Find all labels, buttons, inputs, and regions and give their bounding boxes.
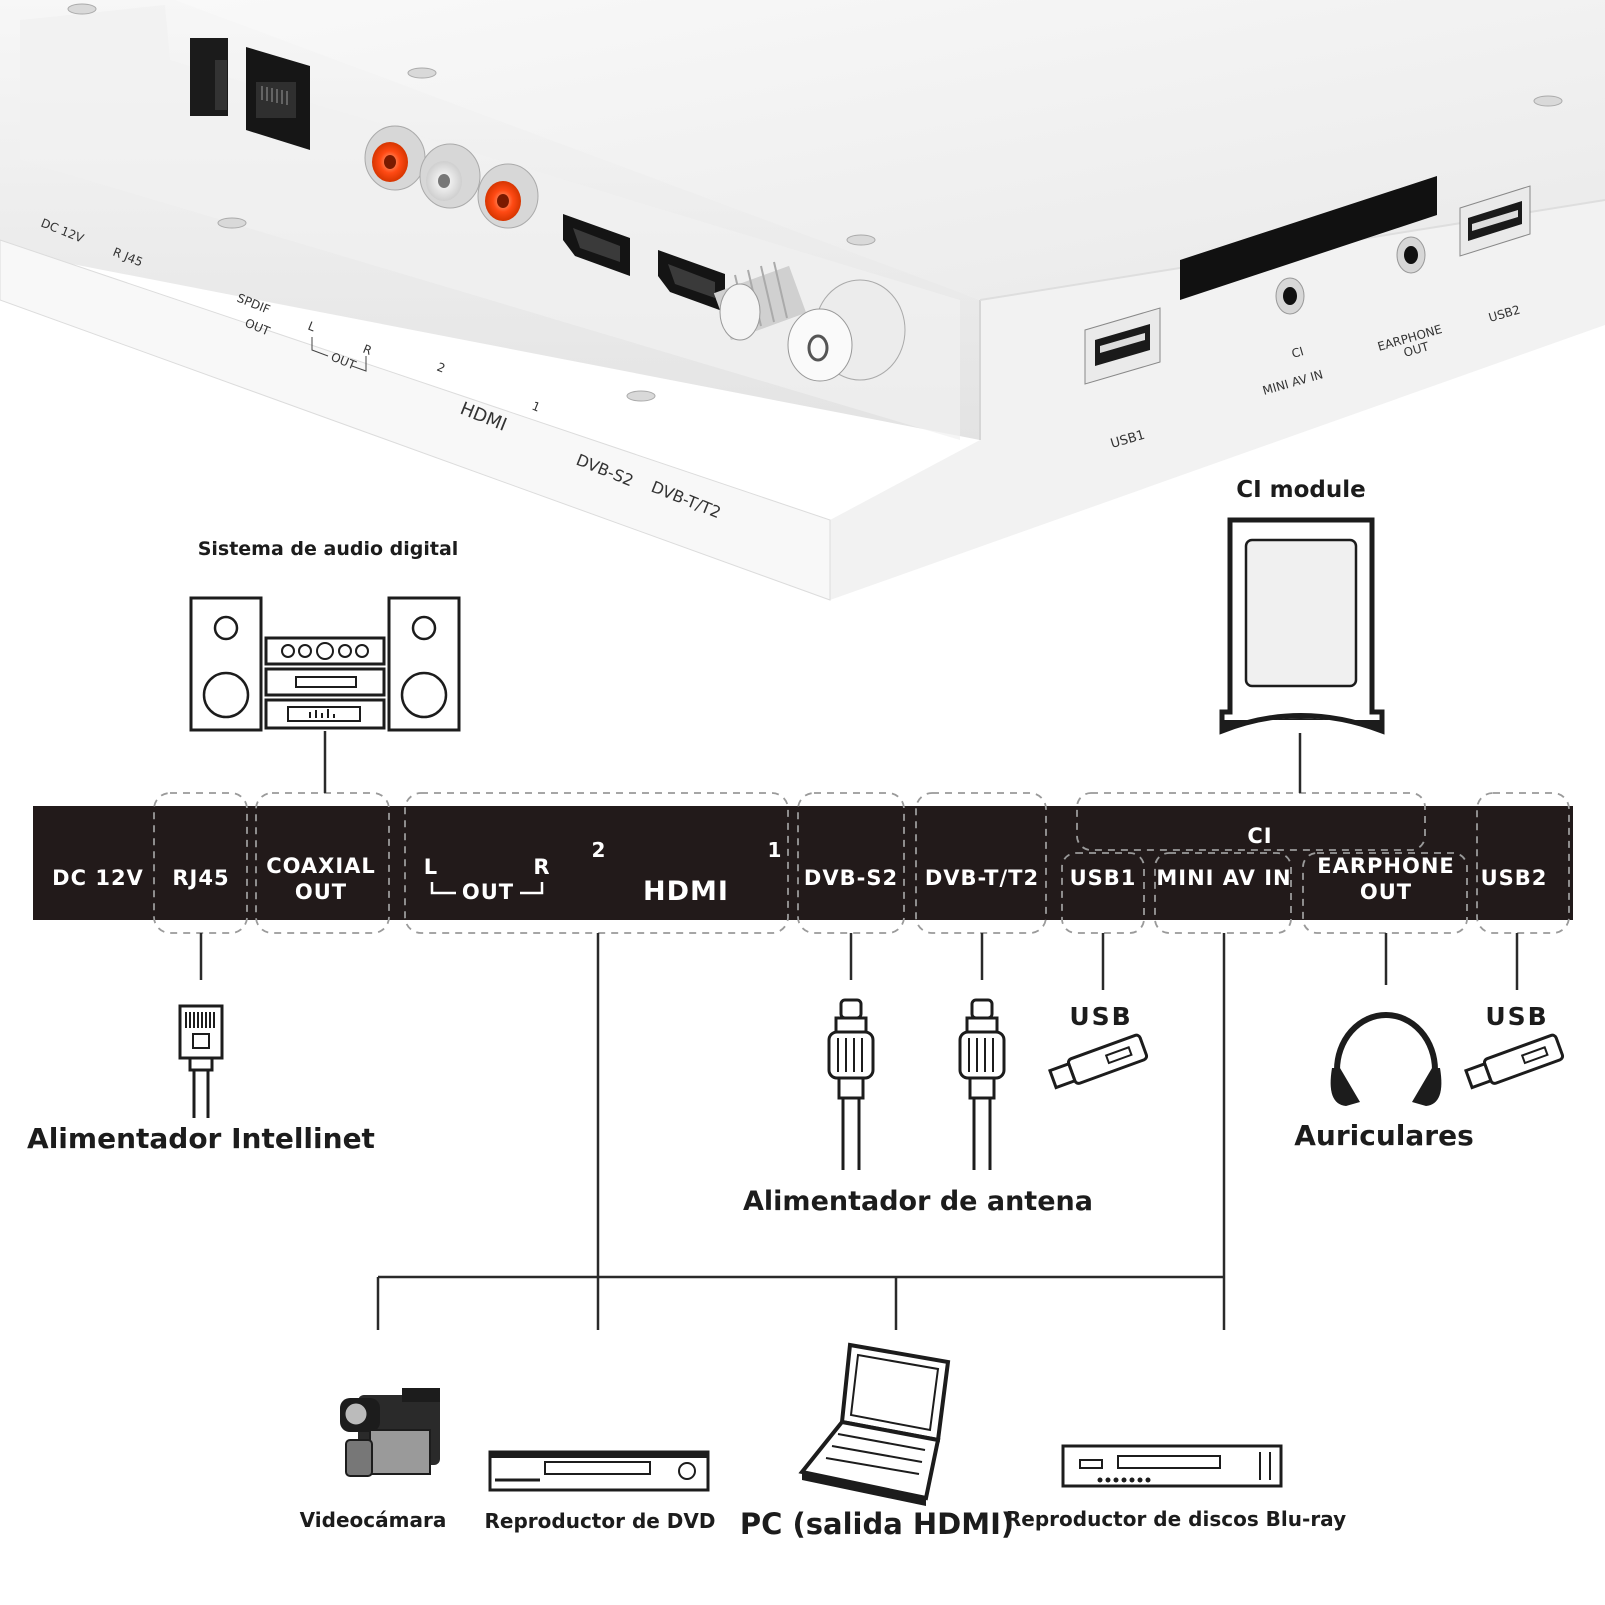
bar-label-dc12v: DC 12V [52,866,144,890]
rca-red-jack-2 [477,163,539,229]
bar-label-rj45: RJ45 [172,866,229,890]
antenna-plug-icon-1 [827,998,875,1170]
photo-label-hdmi-2: 2 [435,360,447,376]
bar-label-earphone: EARPHONE [1317,854,1455,878]
bar-label-dvbs2: DVB-S2 [804,866,898,890]
hdmi-port-2 [563,214,630,276]
ci-module-icon [1219,517,1385,735]
bar-label-coaxial-out: OUT [295,880,347,904]
bar-label-earphone-out: OUT [1360,880,1412,904]
audio-system-icon [189,596,461,732]
bluray-player-icon [1061,1444,1283,1488]
bar-label-r: R [533,855,550,879]
headphones-icon [1330,1012,1442,1106]
camcorder-icon [340,1388,440,1477]
usb-stick-icon-b [1464,1033,1565,1090]
rca-red-jack-1 [364,125,426,191]
rj45-plug-icon [178,1004,224,1118]
group-usb2 [1476,792,1570,934]
bar-label-out: OUT [462,880,514,904]
bar-label-dvbt2: DVB-T/T2 [925,866,1039,890]
label-usb-a: USB [1069,1002,1132,1031]
connection-lines [199,731,1519,1330]
bar-hdmi-logo: HDMI [643,876,729,907]
usb1-port [1084,307,1161,385]
photo-label-ci: CI [1290,344,1305,361]
label-camcorder: Videocámara [300,1508,447,1532]
ci-slot [1180,176,1437,300]
bar-label-hdmi-1: 1 [768,838,783,862]
label-pc: PC (salida HDMI) [740,1507,1014,1541]
photo-label-earphone-out: OUT [1402,339,1431,360]
rj45-port [246,47,310,150]
antenna-plug-icon-2 [958,998,1006,1170]
ci-module-title: CI module [1236,477,1366,503]
connector-bar [33,806,1573,920]
screw-icon [67,3,1563,402]
photo-label-hdmi-1: 1 [530,399,542,415]
rca-white-jack [419,143,481,209]
label-headphones: Auriculares [1294,1119,1474,1152]
bar-label-l: L [424,855,438,879]
label-rj45-device: Alimentador Intellinet [27,1122,375,1155]
group-out-hdmi [404,792,789,934]
bar-label-hdmi-2: 2 [592,838,607,862]
bar-label-ci: CI [1247,824,1272,848]
f-connector-port [713,261,807,341]
group-usb1 [1061,852,1145,934]
bar-label-usb2: USB2 [1481,866,1548,890]
usb-stick-icon-a [1048,1033,1149,1090]
audio-system-title: Sistema de audio digital [198,538,459,560]
photo-label-out-r: R [361,342,374,358]
dc-jack-port [190,38,228,116]
group-mini-av [1154,852,1292,934]
photo-label-out-l: L [306,319,318,335]
dvd-player-icon [488,1450,710,1492]
bar-label-coaxial: COAXIAL [266,854,376,878]
mini-av-jack [1275,277,1305,315]
label-usb-b: USB [1485,1002,1548,1031]
label-dvd: Reproductor de DVD [485,1509,716,1533]
label-bluray: Reproductor de discos Blu-ray [1006,1507,1346,1531]
bar-labels: DC 12V RJ45 COAXIAL OUT L R OUT 2 1 HDMI… [52,824,1548,907]
iec-antenna-port [787,279,906,382]
label-antenna: Alimentador de antena [743,1186,1093,1217]
usb2-port [1459,185,1531,257]
device-photo: DC 12V R J45 SPDIF OUT L OUT R 2 HDMI 1 … [0,0,1605,601]
laptop-icon [798,1342,951,1506]
earphone-jack [1396,236,1426,274]
bar-label-mini-av: MINI AV IN [1156,866,1291,890]
hdmi-port-1 [658,250,725,312]
bar-label-usb1: USB1 [1070,866,1137,890]
group-ci [1076,792,1426,851]
